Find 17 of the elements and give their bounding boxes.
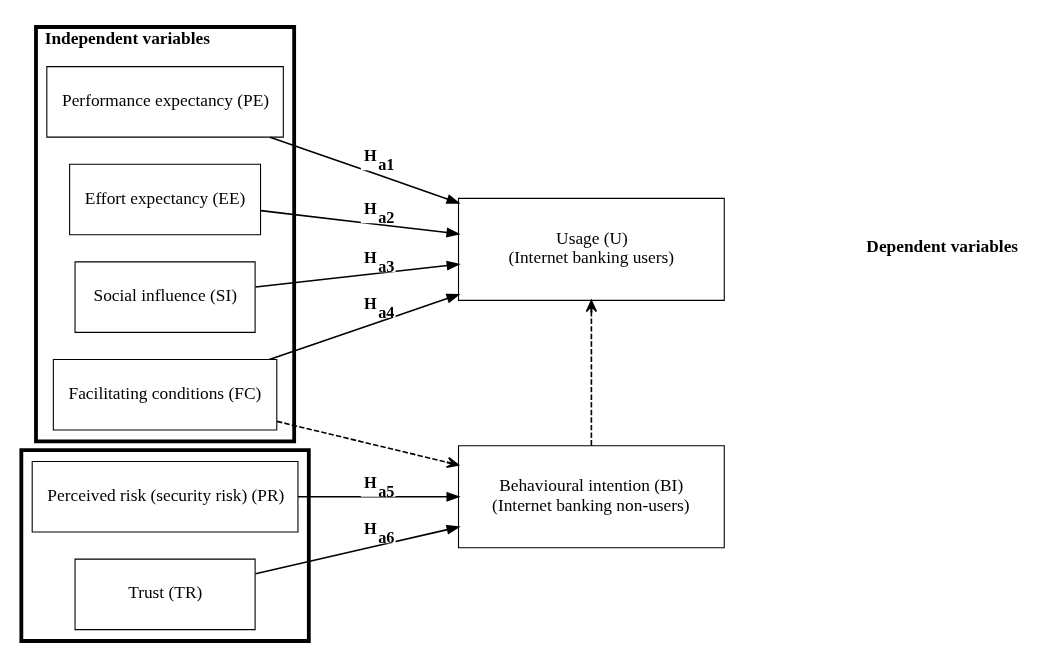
- cluster: [19, 447, 311, 643]
- node-box: Facilitating conditions (FC): [52, 358, 278, 431]
- arrow: [254, 524, 461, 575]
- arrow: [260, 209, 461, 237]
- arrow: [276, 420, 459, 468]
- node-box: Perceived risk (security risk) (PR): [31, 460, 299, 532]
- node-box: Trust (TR): [74, 558, 256, 630]
- node-box: Performance expectancy (PE): [46, 65, 284, 138]
- node-box: Behavioural intention (BI) (Internet banking non-users): [457, 444, 725, 548]
- arrow: [297, 491, 461, 502]
- arrow: [269, 135, 461, 204]
- node-box: Usage (U) (Internet banking users): [457, 197, 725, 301]
- node-box: Social influence (SI): [74, 260, 256, 333]
- arrow: [585, 299, 598, 446]
- label: Dependent variables: [866, 236, 1019, 256]
- arrow: [254, 260, 461, 288]
- node-box: Effort expectancy (EE): [69, 163, 262, 235]
